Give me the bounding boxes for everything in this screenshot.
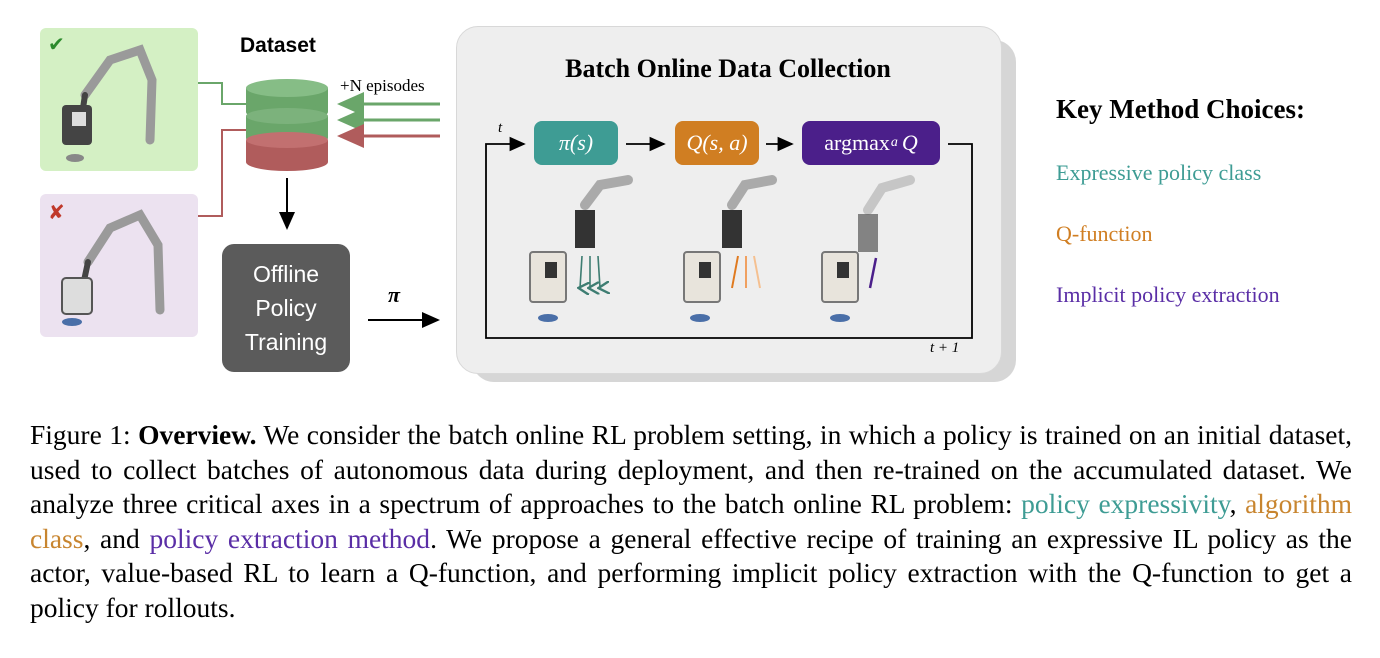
- dataset-database-icon: [246, 79, 328, 171]
- policy-pi-label: π: [388, 282, 401, 307]
- robot-sample-actions-image: [529, 175, 633, 322]
- batch-panel-title: Batch Online Data Collection: [565, 54, 891, 83]
- caption-bold: Overview.: [138, 419, 257, 450]
- argmax-text: argmax: [824, 130, 890, 155]
- caption-text-1: We consider the batch online RL problem …: [30, 419, 1352, 519]
- figure-caption: Figure 1: Overview. We consider the batc…: [30, 418, 1352, 625]
- q-function-node: Q(s, a): [675, 121, 759, 165]
- offline-line-2: Policy: [255, 295, 317, 321]
- caption-policy-extraction-method: policy extraction method: [149, 522, 431, 554]
- caption-label: Figure 1:: [30, 419, 139, 450]
- caption-text-3: , and: [83, 522, 150, 554]
- policy-node: π(s): [534, 121, 618, 165]
- argmax-q: Q: [901, 130, 918, 155]
- caption-policy-expressivity: policy expressivity: [1021, 488, 1230, 519]
- offline-line-3: Training: [244, 329, 328, 355]
- failure-cross-icon: ✘: [48, 200, 65, 224]
- caption-text-4: . We propose a general effective recipe …: [30, 522, 1352, 623]
- argmax-subscript: a: [890, 135, 898, 150]
- time-t-plus-one-label: t + 1: [930, 340, 960, 356]
- offline-policy-training-box: Offline Policy Training: [222, 244, 350, 372]
- success-episode-panel: [40, 28, 198, 171]
- robot-q-evaluation-image: [683, 175, 777, 322]
- caption-algorithm-class: algorithm class: [30, 488, 1352, 554]
- key-choices-title: Key Method Choices:: [1056, 94, 1305, 124]
- robot-argmax-action-image: [821, 175, 915, 322]
- offline-line-1: Offline: [252, 261, 320, 287]
- episodes-label: +N episodes: [340, 76, 425, 95]
- time-t-label: t: [498, 120, 503, 136]
- success-check-icon: ✔: [48, 32, 65, 56]
- key-choice-policy-extraction: Implicit policy extraction: [1056, 282, 1280, 307]
- dataset-title: Dataset: [240, 34, 316, 57]
- key-choice-q-function: Q-function: [1056, 221, 1153, 246]
- key-choice-policy-class: Expressive policy class: [1056, 160, 1262, 185]
- caption-text-2: ,: [1229, 488, 1246, 519]
